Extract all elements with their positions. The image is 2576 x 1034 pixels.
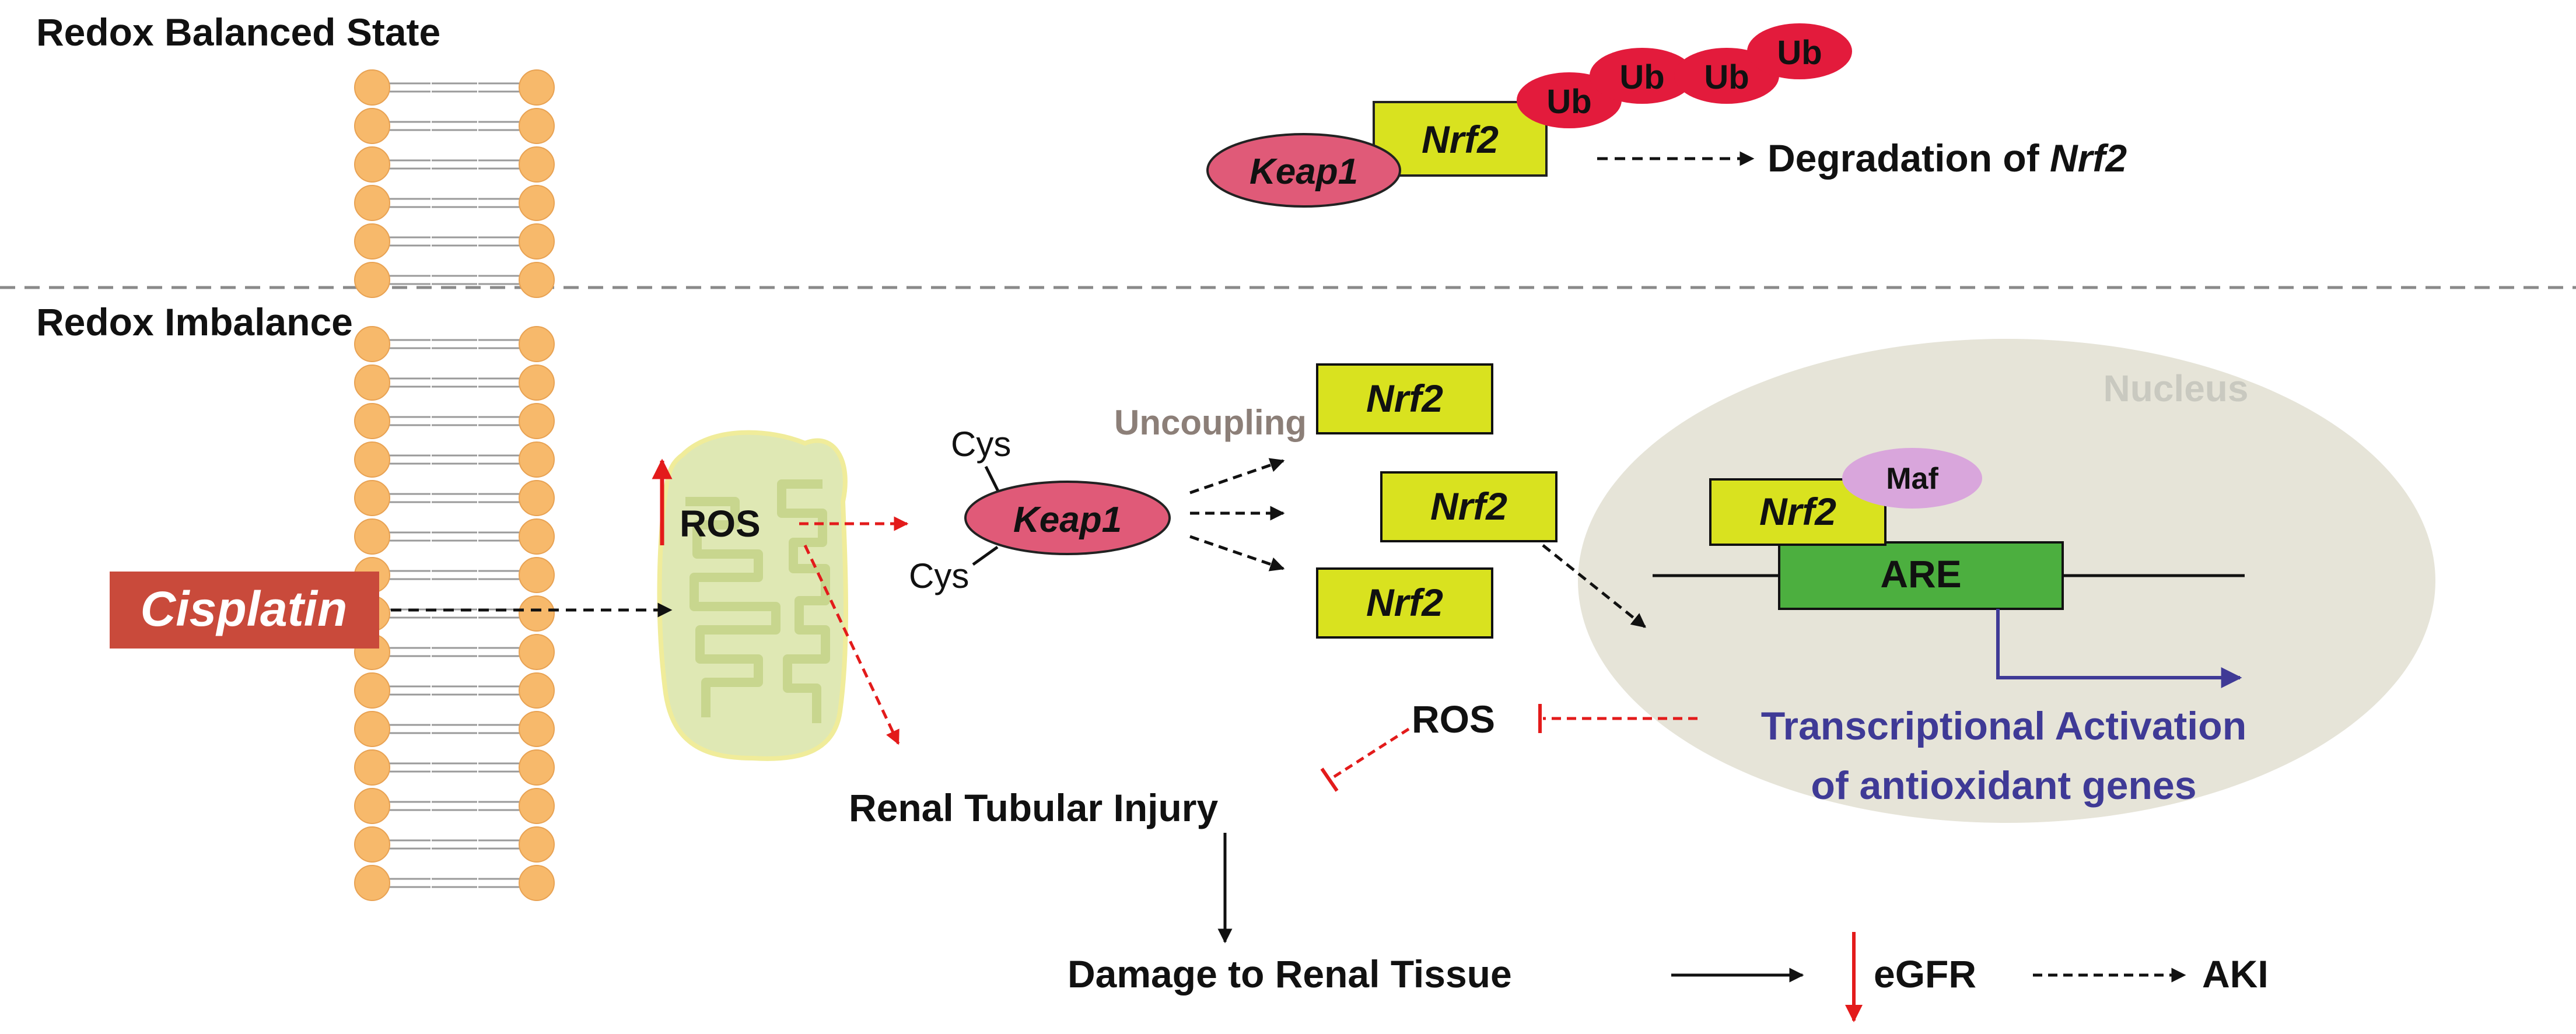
ros-scavenged-label: ROS [1412,697,1495,741]
lipid-head [519,69,555,106]
balanced-state-title: Redox Balanced State [36,10,440,54]
transcription-arrow [1996,609,2242,688]
lipid-head [519,595,555,632]
lipid-head [519,326,555,362]
nucleus-label: Nucleus [2104,367,2249,409]
renal-injury-label: Renal Tubular Injury [849,786,1218,829]
lipid-head [519,364,555,401]
nrf2-label-bound: Nrf2 [1759,490,1836,533]
transcription-line2: of antioxidant genes [1811,763,2196,808]
cell-membrane-top [354,69,555,298]
lipid-head [519,557,555,593]
maf-label: Maf [1886,462,1938,496]
degradation-label: Degradation of Nrf2 [1768,136,2127,180]
ub-tag-2 [1590,48,1695,104]
keap1-label-balanced: Keap1 [1250,152,1358,192]
lipid-head [519,403,555,439]
ub-label-2: Ub [1619,58,1664,96]
lipid-head [354,69,390,106]
damage-label: Damage to Renal Tissue [1068,952,1512,996]
lipid-head [354,146,390,183]
ros-mito-label: ROS [680,503,761,545]
lipid-head [354,441,390,478]
nrf2-box-free-2 [1380,471,1558,542]
nrf2-label-free-2: Nrf2 [1430,485,1507,528]
lipid-head [354,711,390,747]
mitochondrion [657,430,848,761]
maf-oval [1842,448,1982,509]
lipid-head [354,262,390,298]
lipid-head [519,441,555,478]
keap1-nrf2-complex-balanced: Nrf2 Keap1 Ub Ub Ub Ub [1206,23,1852,208]
ros-to-injury-arrow [803,544,900,745]
lipid-head [519,262,555,298]
lipid-head [354,185,390,221]
are-label: ARE [1880,552,1961,595]
lipid-head [354,865,390,901]
keap1-oval-balanced [1206,133,1401,208]
ros-inhibits-injury [1330,727,1410,780]
lipid-head [354,403,390,439]
lipid-head [519,146,555,183]
keap1-label-imbalance: Keap1 [1013,500,1122,540]
nrf2-to-nucleus-arrow [1542,544,1646,628]
injury-inhibition-bar [1320,767,1339,792]
keap1-to-nrf2-arrow-3 [1189,535,1285,572]
aki-label: AKI [2202,952,2269,996]
lipid-head [354,788,390,824]
lipid-head [354,326,390,362]
lipid-head [354,223,390,260]
nrf2-label-free-3: Nrf2 [1366,581,1443,624]
cys-top-label: Cys [951,425,1011,464]
lipid-head [519,185,555,221]
nrf2-box-free-3 [1316,567,1493,639]
lipid-head [519,826,555,863]
nrf2-box-balanced [1373,101,1548,177]
keap1-to-nrf2-arrow-1 [1189,458,1285,495]
ub-tag-4 [1747,23,1852,79]
uncoupling-label: Uncoupling [1114,403,1307,442]
lipid-head [519,480,555,516]
nrf2-label-balanced: Nrf2 [1422,118,1499,161]
nrf2-label-free-1: Nrf2 [1366,377,1443,420]
nrf2-box-free-1 [1316,363,1493,434]
cys-bottom-label: Cys [909,556,969,595]
cisplatin-label: Cisplatin [141,581,348,636]
cell-membrane-bottom [354,326,555,901]
lipid-head [519,788,555,824]
lipid-head [354,108,390,144]
degradation-prefix: Degradation of [1768,136,2050,180]
cisplatin-box [110,572,379,649]
transcription-line1: Transcriptional Activation [1761,704,2247,748]
lipid-head [354,364,390,401]
lipid-head [519,672,555,709]
lipid-head [519,865,555,901]
ub-label-1: Ub [1546,83,1591,121]
keap1-oval-imbalance [964,481,1171,555]
lipid-head [519,223,555,260]
are-box [1778,541,2064,610]
lipid-head [519,108,555,144]
egfr-label: eGFR [1874,952,1976,996]
ub-label-4: Ub [1777,34,1822,72]
lipid-head [519,711,555,747]
degradation-target: Nrf2 [2050,136,2127,180]
imbalance-title: Redox Imbalance [36,300,353,344]
lipid-head [519,518,555,555]
mitochondrion-cristae [685,479,830,723]
lipid-head [354,480,390,516]
lipid-head [354,672,390,709]
lipid-head [354,518,390,555]
lipid-head [354,826,390,863]
lipid-head [519,634,555,670]
lipid-head [354,749,390,786]
lipid-head [519,749,555,786]
ub-label-3: Ub [1704,58,1749,96]
cys-bottom-bond [972,545,999,566]
